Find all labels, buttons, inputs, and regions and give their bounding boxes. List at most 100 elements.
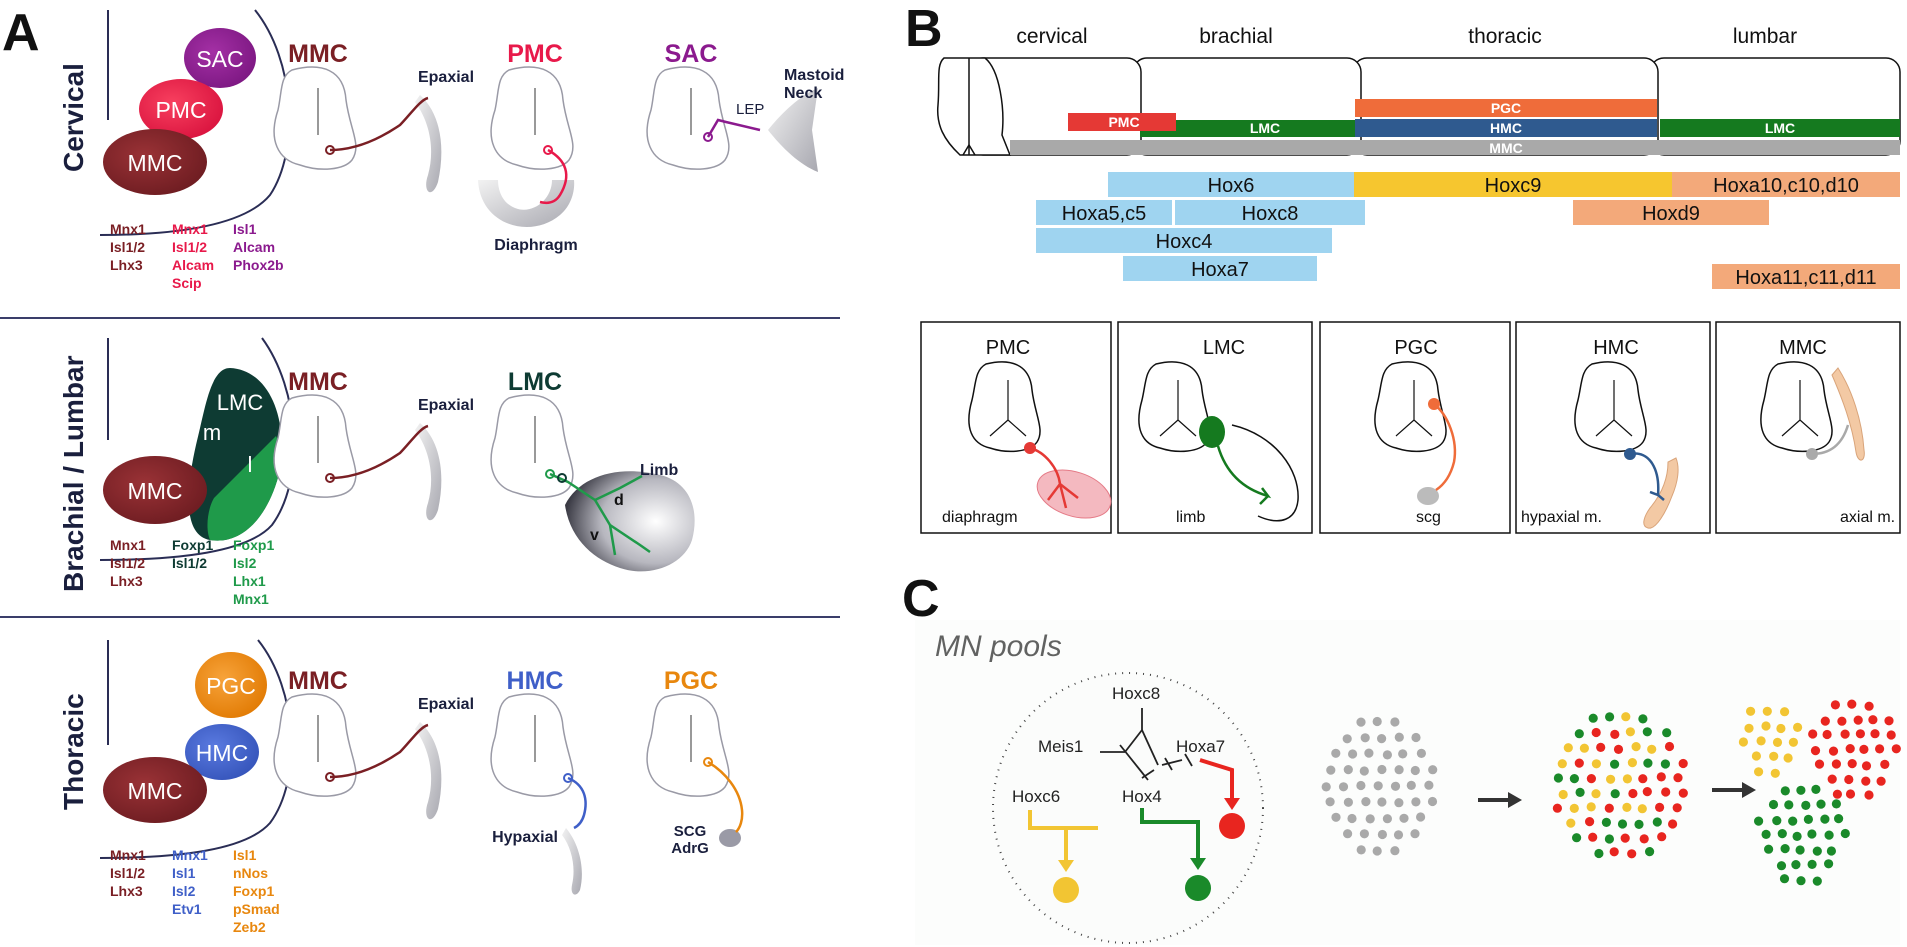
neuron xyxy=(1428,398,1440,410)
pool-dot xyxy=(1826,846,1836,856)
marker-list: Mnx1 Isl1/2 Alcam Scip xyxy=(172,221,214,291)
schematic-mmc-brachial: MMC Epaxial xyxy=(273,368,474,521)
pool-dot xyxy=(1645,847,1655,857)
neuron xyxy=(1024,442,1036,454)
pool-dot xyxy=(1620,833,1630,843)
pool-dot xyxy=(1788,816,1798,826)
pool-dot xyxy=(1398,749,1408,759)
pool-dot xyxy=(1348,749,1358,759)
cord-section xyxy=(273,394,357,498)
hox-bars: Hox6 Hoxc9 Hoxa10,c10,d10 Hoxa5,c5 Hoxc8… xyxy=(1036,172,1900,289)
pool-dot xyxy=(1601,817,1611,828)
cap-tip xyxy=(962,143,976,156)
hox-bar xyxy=(1036,228,1332,253)
pool-dot xyxy=(1845,744,1855,754)
grey-matter xyxy=(1395,380,1433,437)
bar-label: LMC xyxy=(1765,120,1795,136)
pool-dot xyxy=(1861,761,1872,771)
marker-text: Isl1/2 xyxy=(110,239,145,255)
marker-text: Mnx1 xyxy=(172,221,208,237)
axon xyxy=(329,424,429,480)
pool-mmc-brachial-label: MMC xyxy=(128,478,183,504)
cord-section xyxy=(646,66,730,170)
target-label: AdrG xyxy=(671,840,709,857)
pool-dot xyxy=(1810,746,1821,756)
neuron xyxy=(325,772,335,782)
row-brachial-lumbar: Brachial / Lumbar LMC m l MMC Mnx1 Isl1/… xyxy=(58,337,695,607)
pool-dot xyxy=(1622,774,1632,784)
pool-dot xyxy=(1754,816,1764,826)
pool-dot xyxy=(1777,829,1787,839)
axon xyxy=(593,499,651,554)
cord-section xyxy=(273,693,357,797)
target-label: Epaxial xyxy=(418,696,474,713)
pool-dot xyxy=(1394,732,1404,742)
pool-dot xyxy=(1783,753,1793,763)
pool-dot xyxy=(1807,859,1817,870)
hox-bar xyxy=(1108,172,1354,197)
pool-dot xyxy=(1756,736,1766,746)
cord-section xyxy=(646,693,730,797)
pool-dot xyxy=(1678,788,1688,798)
pool-dot xyxy=(1827,774,1837,784)
marker-text: Isl1/2 xyxy=(172,555,207,571)
schematic-label: PGC xyxy=(664,667,718,695)
pool-dot xyxy=(1617,819,1628,829)
pool-dot xyxy=(1831,759,1841,769)
pool-dot xyxy=(1853,715,1863,725)
marker-text: Mnx1 xyxy=(172,847,208,863)
marker-text: Alcam xyxy=(233,239,275,255)
pool-dot xyxy=(1808,729,1818,739)
pool-dot xyxy=(1642,787,1652,797)
region-label: lumbar xyxy=(1733,25,1797,48)
pool-dot xyxy=(1343,797,1353,807)
dot-cluster-sorted xyxy=(1738,699,1901,886)
pool-pgc-label: PGC xyxy=(206,673,256,699)
pool-dot xyxy=(1891,744,1901,754)
pool-dot xyxy=(1552,803,1562,813)
pool-dot xyxy=(1372,846,1382,856)
panel-b: B cervical brachial thoracic lumbar xyxy=(905,0,1901,534)
pool-dot xyxy=(1875,744,1885,754)
lep-label: LEP xyxy=(736,101,764,118)
pool-dot xyxy=(1347,813,1357,824)
pool-lmc-l-label: l xyxy=(248,452,253,477)
row-title-cervical: Cervical xyxy=(58,63,89,172)
dot-cluster-mixed xyxy=(1552,712,1688,859)
axon xyxy=(707,760,744,833)
neuron xyxy=(325,145,335,155)
marker-text: Isl1/2 xyxy=(110,555,145,571)
axon xyxy=(567,776,587,830)
pool-dot xyxy=(1410,829,1420,839)
pool-dot xyxy=(1591,789,1601,799)
progress-arrowhead xyxy=(1742,782,1756,798)
grey-matter xyxy=(1159,380,1197,437)
pool-dot xyxy=(1372,716,1382,727)
bar-label: PGC xyxy=(1491,100,1521,116)
region-label: cervical xyxy=(1016,25,1087,48)
pool-dot xyxy=(1331,748,1341,758)
neuron xyxy=(703,132,713,142)
pool-dot xyxy=(1638,714,1648,724)
cord-outline-cervical xyxy=(99,9,291,236)
pool-hmc xyxy=(185,724,259,780)
pool-dot xyxy=(1772,737,1783,748)
pool-dot xyxy=(1410,765,1420,776)
brainstem-cap xyxy=(936,57,1012,156)
pool-dot xyxy=(1343,765,1353,775)
pool-dot xyxy=(1844,774,1854,785)
pool-dot xyxy=(1768,799,1779,810)
pool-dot xyxy=(1377,829,1387,840)
marker-text: Lhx3 xyxy=(110,573,143,589)
pool-dot xyxy=(1627,758,1637,768)
marker-list: Mnx1 Isl1/2 Lhx3 xyxy=(110,221,146,273)
box-title: HMC xyxy=(1593,337,1639,359)
hypaxial-muscle xyxy=(1643,457,1679,529)
marker-text: pSmad xyxy=(233,901,280,917)
row-thoracic: Thoracic PGC HMC MMC Mnx1 Isl1/2 Lhx3 Mn… xyxy=(58,639,744,935)
pool-mmc-cervical xyxy=(103,129,207,195)
pool-dot xyxy=(1373,781,1383,791)
pool-dot xyxy=(1356,845,1366,855)
pool-dot xyxy=(1356,780,1366,791)
diaphragm-shape xyxy=(478,180,575,228)
